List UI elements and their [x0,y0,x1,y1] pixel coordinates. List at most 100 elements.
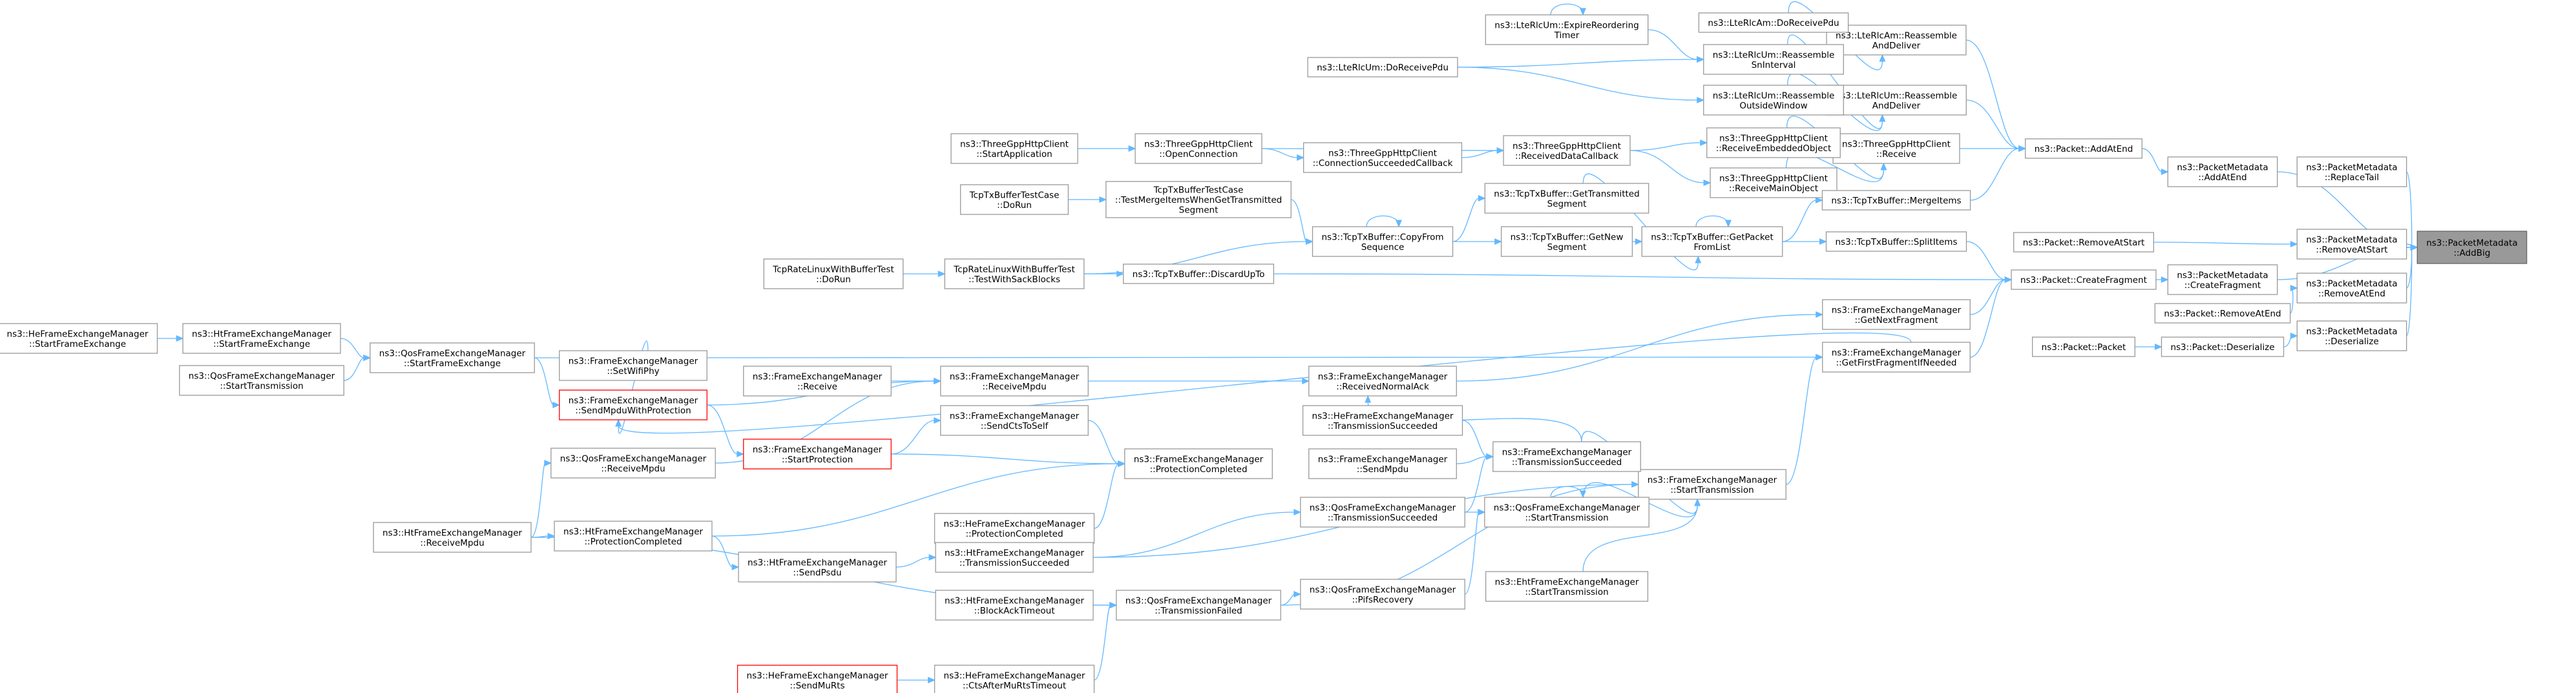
graph-node-box[interactable] [1500,226,1633,257]
graph-node[interactable]: ns3::PacketMetadata::CreateFragment [2167,264,2278,295]
graph-node-box[interactable] [2296,273,2407,304]
graph-node[interactable]: ns3::HeFrameExchangeManager::StartFrameE… [0,323,158,354]
graph-node[interactable]: ns3::HeFrameExchangeManager::Transmissio… [1302,405,1463,436]
graph-node-box[interactable] [1826,25,1967,56]
graph-node[interactable]: ns3::HtFrameExchangeManager::BlockAckTim… [935,590,1094,621]
graph-node-box[interactable] [743,366,892,397]
graph-node[interactable]: ns3::QosFrameExchangeManager::StartTrans… [1484,497,1649,528]
graph-node-box[interactable] [1307,57,1458,78]
graph-node-box[interactable] [935,590,1094,621]
graph-node[interactable]: ns3::FrameExchangeManager::SendMpduWithP… [559,389,707,420]
graph-node-box[interactable] [1825,231,1967,252]
graph-node[interactable]: TcpTxBufferTestCase::TestMergeItemsWhenG… [1105,181,1292,218]
graph-node-box[interactable] [1312,226,1454,257]
graph-node[interactable]: ns3::Packet::RemoveAtEnd [2154,303,2291,324]
graph-node[interactable]: ns3::HtFrameExchangeManager::ReceiveMpdu [373,522,532,553]
graph-node[interactable]: ns3::QosFrameExchangeManager::Transmissi… [1300,497,1465,528]
graph-node-box[interactable] [2161,336,2285,357]
graph-node[interactable]: ns3::HeFrameExchangeManager::SendMuRts [737,665,898,693]
graph-node-box[interactable] [763,258,904,289]
graph-node-box[interactable] [554,521,713,552]
graph-node-box[interactable] [1703,44,1844,75]
graph-node[interactable]: ns3::PacketMetadata::AddAtEnd [2167,156,2278,187]
graph-node-box[interactable] [559,350,707,381]
graph-node-box[interactable] [944,258,1085,289]
graph-node[interactable]: ns3::Packet::CreateFragment [2011,269,2157,290]
graph-node-box[interactable] [370,342,535,373]
graph-node[interactable]: ns3::EhtFrameExchangeManager::StartTrans… [1485,571,1649,602]
graph-node-box[interactable] [738,552,897,583]
graph-node[interactable]: ns3::ThreeGppHttpClient::ReceiveMainObje… [1710,167,1838,198]
graph-node-box[interactable] [1503,135,1631,166]
graph-node-box[interactable] [2167,264,2278,295]
graph-node-box[interactable] [1710,167,1838,198]
graph-node[interactable]: ns3::Packet::Deserialize [2161,336,2285,357]
graph-node[interactable]: ns3::FrameExchangeManager::SendMpdu [1308,448,1457,479]
graph-node[interactable]: TcpRateLinuxWithBufferTest::TestWithSack… [944,258,1085,289]
graph-node-box[interactable] [935,542,1094,573]
graph-node[interactable]: ns3::ThreeGppHttpClient::Receive [1832,133,1960,164]
graph-node-box[interactable] [1116,590,1281,621]
graph-node-box[interactable] [1822,299,1971,330]
graph-node-box[interactable] [1492,441,1641,472]
graph-node[interactable]: ns3::FrameExchangeManager::ReceiveMpdu [940,366,1089,397]
graph-node[interactable]: ns3::HtFrameExchangeManager::StartFrameE… [182,323,341,354]
graph-node[interactable]: ns3::ThreeGppHttpClient::StartApplicatio… [950,133,1078,164]
graph-node-box[interactable] [2011,269,2157,290]
graph-node[interactable]: ns3::HtFrameExchangeManager::SendPsdu [738,552,897,583]
graph-node[interactable]: ns3::ThreeGppHttpClient::OpenConnection [1135,133,1262,164]
graph-node-box[interactable] [1308,448,1457,479]
graph-node-box[interactable] [1303,142,1463,173]
graph-node[interactable]: ns3::TcpTxBuffer::DiscardUpTo [1122,264,1275,284]
graph-node-box[interactable] [1822,342,1971,373]
graph-node[interactable]: ns3::HeFrameExchangeManager::ProtectionC… [934,513,1095,544]
graph-node-box[interactable] [179,365,344,396]
graph-node-box[interactable] [2031,336,2136,357]
graph-node[interactable]: ns3::FrameExchangeManager::StartTransmis… [1638,469,1786,500]
graph-node[interactable]: ns3::FrameExchangeManager::SetWifiPhy [559,350,707,381]
graph-node[interactable]: ns3::HtFrameExchangeManager::Transmissio… [935,542,1094,573]
graph-node[interactable]: ns3::FrameExchangeManager::StartProtecti… [743,439,892,470]
graph-node-box[interactable] [550,448,716,479]
graph-node-box[interactable] [1484,497,1649,528]
graph-node[interactable]: ns3::TcpTxBuffer::MergeItems [1821,190,1971,211]
graph-node-box[interactable] [743,439,892,470]
graph-node-box[interactable] [373,522,532,553]
graph-node[interactable]: ns3::PacketMetadata::ReplaceTail [2296,156,2407,187]
graph-node[interactable]: TcpRateLinuxWithBufferTest::DoRun [763,258,904,289]
graph-node-box[interactable] [1135,133,1262,164]
graph-node[interactable]: ns3::PacketMetadata::AddBig [2416,231,2528,264]
graph-node[interactable]: ns3::ThreeGppHttpClient::ConnectionSucce… [1303,142,1463,173]
graph-node[interactable]: TcpTxBufferTestCase::DoRun [959,184,1069,215]
graph-node-box[interactable] [940,405,1089,436]
graph-node-box[interactable] [1485,14,1649,45]
graph-node[interactable]: ns3::FrameExchangeManager::Receive [743,366,892,397]
graph-node[interactable]: ns3::Packet::RemoveAtStart [2013,232,2154,253]
graph-node[interactable]: ns3::Packet::Packet [2031,336,2136,357]
graph-node[interactable]: ns3::LteRlcUm::DoReceivePdu [1307,57,1458,78]
graph-node-box[interactable] [2167,156,2278,187]
graph-node[interactable]: ns3::FrameExchangeManager::ReceivedNorma… [1308,366,1457,397]
graph-node-box[interactable] [2296,156,2407,187]
graph-node-box[interactable] [950,133,1078,164]
graph-node[interactable]: ns3::FrameExchangeManager::SendCtsToSelf [940,405,1089,436]
graph-node[interactable]: ns3::PacketMetadata::Deserialize [2296,320,2407,351]
graph-node[interactable]: ns3::PacketMetadata::RemoveAtEnd [2296,273,2407,304]
graph-node-box[interactable] [940,366,1089,397]
graph-node-box[interactable] [2154,303,2291,324]
graph-node-box[interactable] [1698,12,1849,33]
graph-node-box[interactable] [2025,138,2142,159]
graph-node-box[interactable] [2013,232,2154,253]
graph-node[interactable]: ns3::ThreeGppHttpClient::ReceiveEmbedded… [1706,127,1841,158]
graph-node-box[interactable] [1638,469,1786,500]
graph-node[interactable]: ns3::QosFrameExchangeManager::ReceiveMpd… [550,448,716,479]
graph-node[interactable]: ns3::Packet::AddAtEnd [2025,138,2142,159]
graph-node-box[interactable] [1122,264,1275,284]
graph-node[interactable]: ns3::QosFrameExchangeManager::Transmissi… [1116,590,1281,621]
